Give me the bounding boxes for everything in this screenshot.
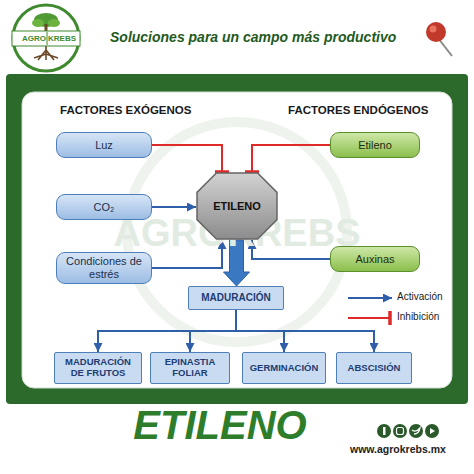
effect-box: ABSCISIÓN (336, 352, 412, 384)
process-box: MADURACIÓN (188, 286, 284, 310)
factor-box: Auxinas (330, 246, 420, 272)
group-heading: FACTORES ENDÓGENOS (288, 104, 448, 117)
pushpin-icon (426, 22, 452, 56)
node-label: GERMINACIÓN (247, 363, 321, 374)
factor-box: Condiciones de estrés (56, 252, 152, 284)
activation-connector (190, 310, 236, 352)
group-heading: FACTORES EXÓGENOS (60, 104, 220, 117)
factor-box: Luz (56, 132, 152, 158)
node-label: CO₂ (61, 201, 147, 214)
node-label: ETILENO (200, 200, 274, 213)
logo (12, 5, 80, 71)
social-icons (377, 424, 439, 438)
factor-box: Etileno (330, 132, 420, 158)
node-label: Etileno (335, 139, 415, 152)
node-label: Luz (61, 139, 147, 152)
node-label: Auxinas (335, 253, 415, 266)
effect-box: GERMINACIÓN (242, 352, 326, 384)
legend-inhibition-sample (348, 317, 390, 319)
activation-connector (98, 310, 236, 352)
inner-panel (22, 92, 452, 388)
slogan: Soluciones para un campo más productivo (110, 29, 426, 45)
hormone-octagon: ETILENO (196, 172, 278, 240)
legend-text: Activación (397, 291, 443, 303)
logo-text: KREBS (48, 34, 79, 43)
logo-text: AGRO (13, 34, 46, 43)
node-label: MADURACIÓN DE FRUTOS (59, 357, 137, 379)
factor-box: CO₂ (56, 194, 152, 220)
node-label: Condiciones de estrés (61, 255, 147, 280)
node-label: EPINASTIA FOLIAR (155, 357, 225, 379)
effect-box: MADURACIÓN DE FRUTOS (54, 352, 142, 384)
inhibition-connector (152, 145, 222, 172)
legend-text: Inhibición (397, 311, 439, 323)
green-frame (6, 74, 468, 404)
website: www.agrokrebs.mx (350, 443, 460, 455)
activation-connector (236, 310, 374, 352)
activation-connector (152, 206, 196, 208)
footer-title: ETILENO (90, 402, 350, 448)
effect-box: EPINASTIA FOLIAR (150, 352, 230, 384)
legend-activation-sample (348, 297, 392, 299)
inhibition-connector (252, 145, 330, 172)
node-label: MADURACIÓN (193, 292, 279, 304)
node-label: ABSCISIÓN (341, 363, 407, 374)
octagon-outline (197, 173, 277, 239)
